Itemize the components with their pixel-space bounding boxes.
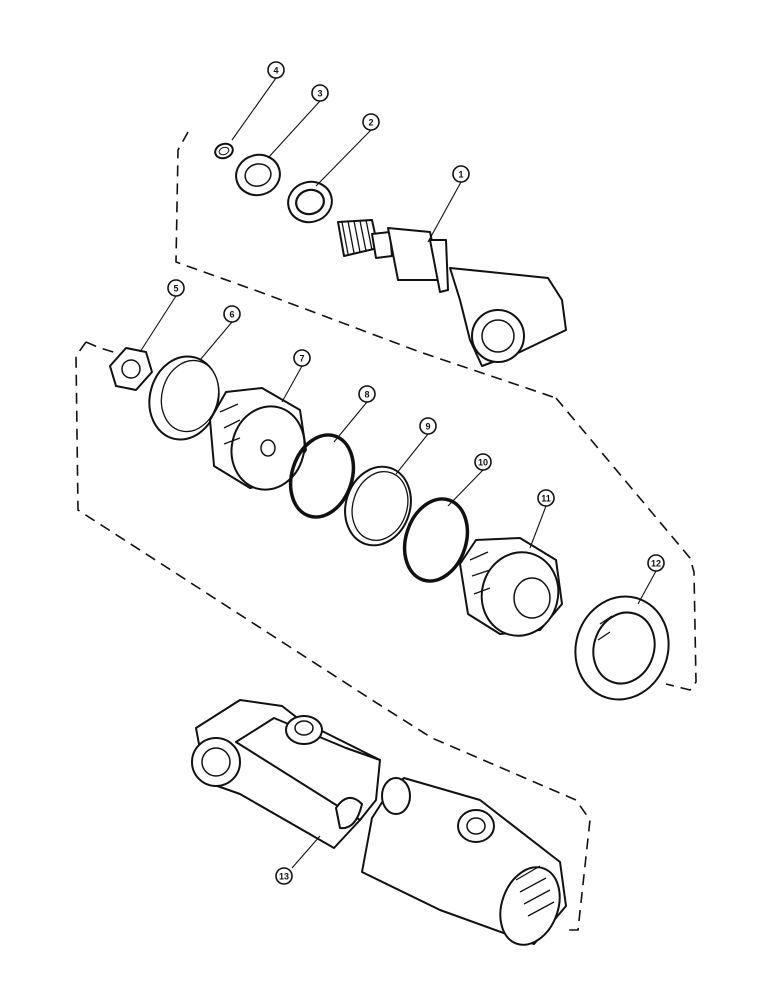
callout-4: 4	[267, 61, 285, 79]
leader-7	[281, 365, 303, 403]
part-6-wear-ring	[148, 355, 220, 441]
callout-1-label: 1	[458, 170, 463, 180]
leader-12	[637, 570, 657, 605]
leader-11	[529, 505, 547, 549]
part-4-retaining-ring	[214, 142, 234, 160]
leader-3	[267, 100, 321, 159]
leader-5	[139, 295, 177, 353]
callout-12-label: 12	[651, 559, 661, 569]
callout-7: 7	[293, 349, 311, 367]
leader-8	[333, 401, 368, 443]
callout-10: 10	[474, 453, 492, 471]
callout-8: 8	[358, 385, 376, 403]
part-10-o-ring	[402, 497, 470, 583]
leader-9	[395, 433, 429, 475]
part-3-wiper	[235, 153, 281, 197]
callout-13-label: 13	[279, 872, 289, 882]
part-11-piston	[459, 537, 563, 637]
callout-2-label: 2	[368, 118, 373, 128]
callout-2: 2	[362, 113, 380, 131]
callout-9: 9	[419, 417, 437, 435]
callout-5-label: 5	[173, 284, 178, 294]
piston-group-outline-right	[555, 397, 697, 691]
callout-6: 6	[223, 305, 241, 323]
callout-11: 11	[537, 489, 555, 507]
part-9-backup-ring	[344, 465, 412, 547]
leader-1	[427, 181, 462, 243]
part-2-seal	[287, 180, 333, 224]
callout-9-label: 9	[425, 422, 430, 432]
leader-4	[231, 77, 277, 141]
piston-group-outline	[75, 341, 591, 931]
part-13-cylinder-barrel	[191, 699, 567, 946]
callout-12: 12	[647, 554, 665, 572]
part-1-piston-rod	[337, 219, 567, 367]
callout-1: 1	[452, 165, 470, 183]
callout-13: 13	[275, 867, 293, 885]
part-7-piston	[209, 387, 307, 491]
callout-4-label: 4	[273, 66, 278, 76]
callout-10-label: 10	[478, 458, 488, 468]
callout-3-label: 3	[317, 89, 322, 99]
leader-2	[315, 129, 372, 187]
callout-7-label: 7	[299, 354, 304, 364]
part-8-o-ring	[288, 433, 356, 519]
callout-6-label: 6	[229, 310, 234, 320]
callout-11-label: 11	[541, 494, 551, 504]
leader-10	[447, 469, 484, 507]
callout-8-label: 8	[364, 390, 369, 400]
callout-leaders	[139, 77, 657, 869]
callout-5: 5	[167, 279, 185, 297]
leader-6	[199, 321, 233, 361]
rod-group-outline	[175, 131, 557, 399]
leader-13	[291, 835, 321, 869]
part-12-gland	[574, 595, 670, 701]
callout-3: 3	[311, 84, 329, 102]
part-5-nut	[109, 347, 153, 391]
